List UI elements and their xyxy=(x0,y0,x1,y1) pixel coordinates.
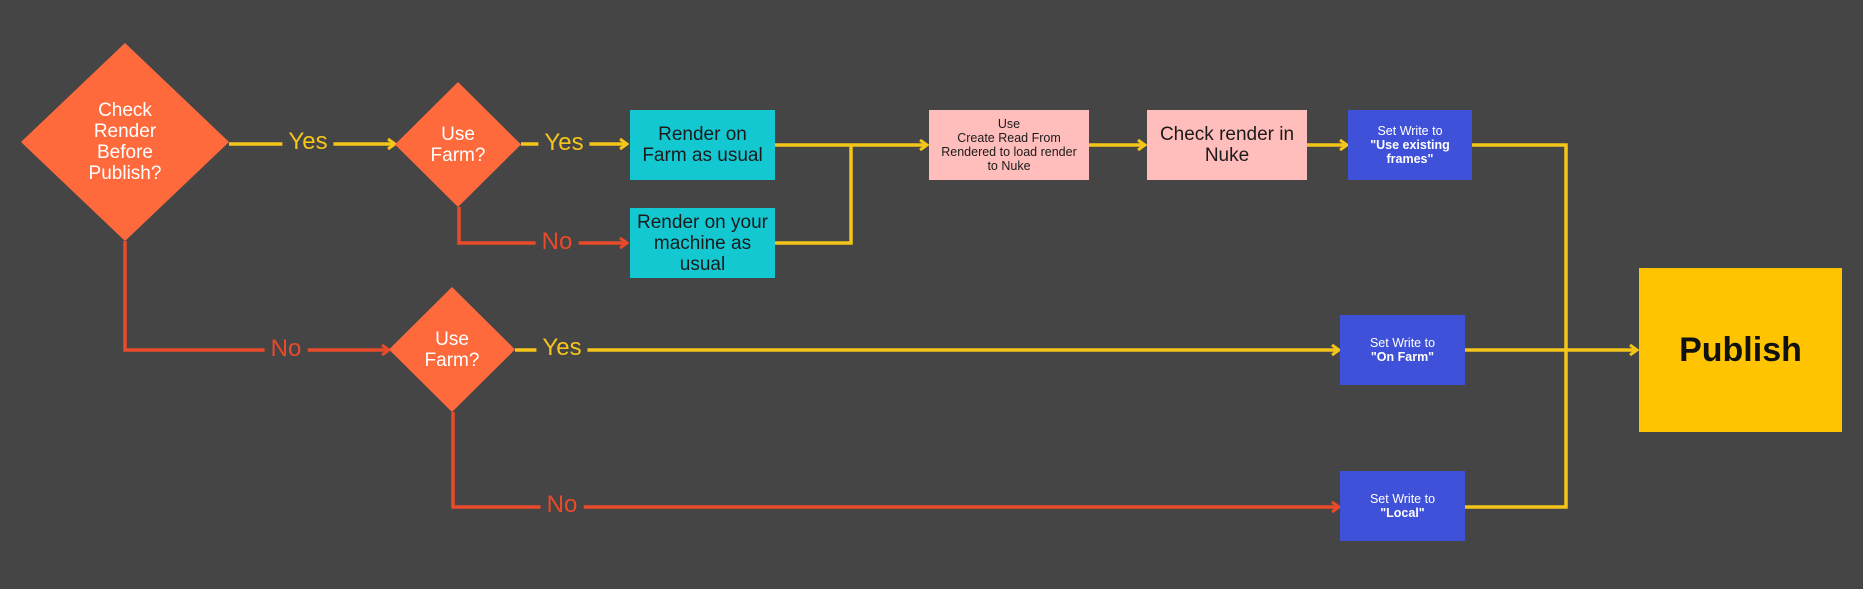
decision-use-farm-bottom: Use Farm? xyxy=(389,287,515,412)
write-farm-line1: Set Write to xyxy=(1369,336,1436,350)
box-check-render-nuke: Check render in Nuke xyxy=(1147,110,1307,180)
write-local-line2: "Local" xyxy=(1380,506,1425,520)
label-yes-check: Yes xyxy=(282,130,334,154)
edge-no-to-local xyxy=(451,412,1339,507)
decision-check-render-text: Check Render Before Publish? xyxy=(88,100,162,184)
decision-use-farm-bottom-text: Use Farm? xyxy=(424,328,480,371)
edge-machine-merge xyxy=(775,145,853,245)
write-local-line1: Set Write to xyxy=(1369,492,1436,506)
decision-use-farm-top-text: Use Farm? xyxy=(430,123,486,166)
edge-no-check-to-farm xyxy=(123,241,389,350)
label-yes-farm-top: Yes xyxy=(538,131,590,155)
decision-use-farm-top: Use Farm? xyxy=(395,82,521,207)
label-no-farm-top: No xyxy=(535,230,579,254)
box-create-read: Use Create Read From Rendered to load re… xyxy=(929,110,1089,180)
decision-check-render: Check Render Before Publish? xyxy=(21,43,229,241)
write-existing-line1: Set Write to xyxy=(1377,124,1443,138)
write-farm-line2: "On Farm" xyxy=(1370,350,1435,364)
label-no-check: No xyxy=(264,337,308,361)
label-yes-farm-bottom: Yes xyxy=(536,336,588,360)
box-render-on-machine: Render on your machine as usual xyxy=(630,208,775,278)
box-render-on-farm: Render on Farm as usual xyxy=(630,110,775,180)
box-write-use-existing: Set Write to "Use existing frames" xyxy=(1348,110,1472,180)
write-existing-line2: "Use existing frames" xyxy=(1370,138,1450,166)
edge-existing-merge xyxy=(1465,143,1568,509)
box-publish: Publish xyxy=(1639,268,1842,432)
box-write-on-farm: Set Write to "On Farm" xyxy=(1340,315,1465,385)
box-write-local: Set Write to "Local" xyxy=(1340,471,1465,541)
label-no-farm-bottom: No xyxy=(540,493,584,517)
